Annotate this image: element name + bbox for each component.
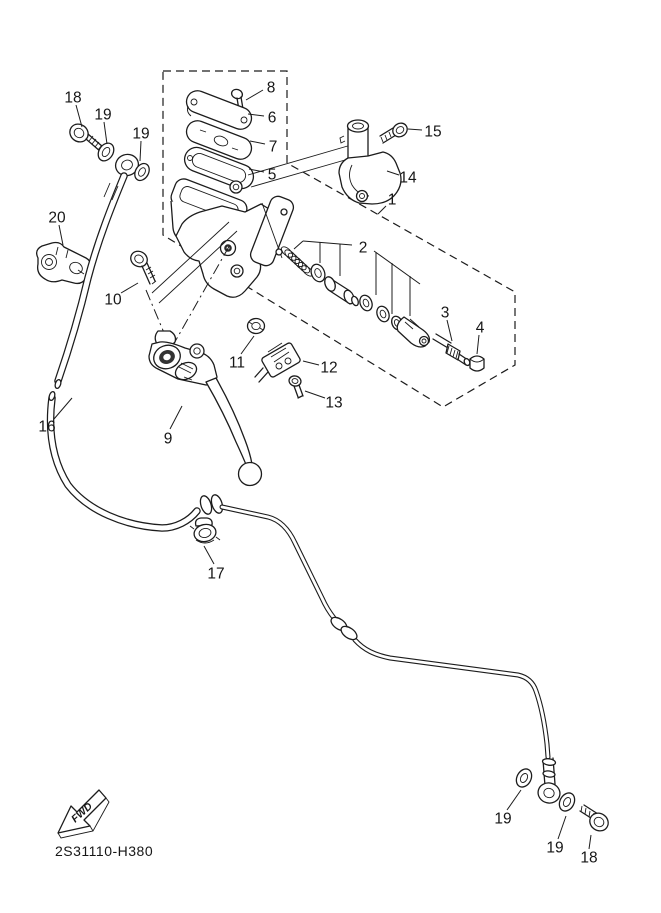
callout-leader-19 [139,140,142,162]
callout-leader-1 [377,205,387,215]
piston-seal-a [359,294,373,312]
callout-leader-11 [240,335,255,355]
pipe-eyelet-bottom [537,782,561,804]
lever-fit-lines [151,221,238,304]
diaphragm-plate-7 [185,120,253,160]
callout-15: 15 [424,124,441,141]
clamp-bolt-15 [379,122,408,144]
lever-pivot-bolt-10 [130,250,157,285]
callout-1: 1 [388,192,397,209]
callout-4: 4 [476,320,485,337]
banjo-bolt-top [69,123,104,153]
callout-leader-13 [304,390,326,399]
banjo-bolt-bottom [579,804,609,832]
callout-leader-20 [58,224,64,246]
piston-boot [396,316,431,348]
callout-10: 10 [104,292,122,309]
callout-leader-14 [386,170,400,176]
clutch-hose [46,172,201,532]
callout-leader-19 [557,815,567,840]
hose-fitting [199,494,224,515]
piston-seal-b [376,305,390,323]
pivot-nut-11 [246,317,266,335]
callout-leader-8 [245,89,264,101]
push-rod-3 [432,333,471,367]
callout-leader-6 [247,113,265,117]
fwd-arrow-icon: FWD [57,789,110,839]
callout-14: 14 [399,170,417,187]
pipe-clamp-17 [189,517,221,544]
callout-leader-16 [53,397,73,420]
hose-holder-20 [36,241,92,285]
handlebar-clamp-14 [338,119,402,205]
callout-6: 6 [268,110,277,127]
hose-eyelet-top [114,153,140,177]
callout-16: 16 [38,419,55,436]
callout-8: 8 [267,80,276,97]
diaphragm-5 [183,146,255,190]
switch-bracket-12 [254,342,301,383]
callout-leader-17 [203,545,215,565]
master-cylinder-body [170,142,359,298]
cap-screw-8 [230,88,244,112]
piston [324,276,359,307]
callout-leader-7 [249,140,266,145]
pipe-end-connector [541,757,557,787]
reservoir-cap-6 [185,90,253,130]
callout-19: 19 [94,107,111,124]
callout-7: 7 [269,139,278,156]
assembly-boundary-box [162,70,516,408]
washer-19-bottom-a [515,768,533,788]
washer-19-top-b [134,162,150,182]
clutch-lever [148,330,263,487]
callout-20: 20 [48,210,66,227]
callout-leader-18 [588,834,592,850]
callout-leader-10 [120,282,139,294]
callout-3: 3 [441,305,450,322]
callout-leader-15 [407,128,423,131]
clutch-pipe [219,504,551,760]
piston-kit [281,240,431,348]
callout-leader-12 [302,360,320,366]
callout-19: 19 [132,126,149,143]
callout-leader-3 [446,319,453,342]
callout-leader-9 [169,405,183,430]
piston-washer [310,263,326,283]
callout-13: 13 [325,395,342,412]
callout-19: 19 [494,811,511,828]
kit-bracket [302,240,421,285]
callout-9: 9 [164,431,173,448]
callout-17: 17 [207,566,224,583]
callout-11: 11 [229,355,245,372]
switch-screw-13 [288,375,304,399]
washer-19-bottom-b [558,792,576,812]
callout-leader-19 [103,121,108,145]
callout-leader-5 [248,168,265,173]
callout-leader-18 [75,104,83,128]
callout-18: 18 [64,90,81,107]
washer-19-top-a [97,142,115,162]
callout-leader-19 [506,789,522,811]
part-code: 2S31110-H380 [55,843,153,859]
callout-leader-4 [476,334,480,355]
callout-18: 18 [580,850,597,867]
callout-12: 12 [320,360,337,377]
callout-19: 19 [546,840,563,857]
rod-cap-4 [469,355,485,372]
piston-spring [281,246,314,277]
callout-5: 5 [268,167,277,184]
callout-2: 2 [359,240,368,257]
